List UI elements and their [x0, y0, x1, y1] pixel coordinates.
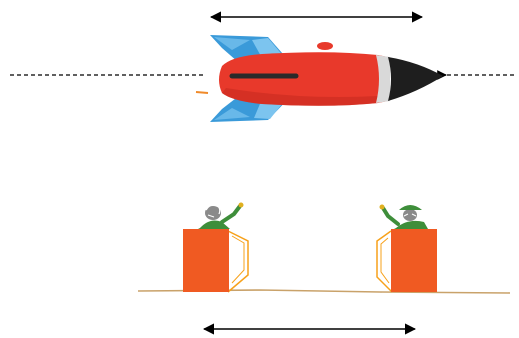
rocket-icon: [196, 35, 443, 122]
cheering-person-with-hat-icon: [380, 205, 429, 230]
rocket-window: [317, 42, 333, 50]
right-box-front: [391, 229, 437, 292]
rocket-nose: [388, 57, 443, 101]
cheering-person-icon: [198, 203, 244, 230]
left-observer-stand: [183, 203, 248, 293]
exhaust-mark: [196, 92, 208, 93]
right-observer-stand: [377, 205, 437, 293]
left-box-front: [183, 229, 229, 292]
